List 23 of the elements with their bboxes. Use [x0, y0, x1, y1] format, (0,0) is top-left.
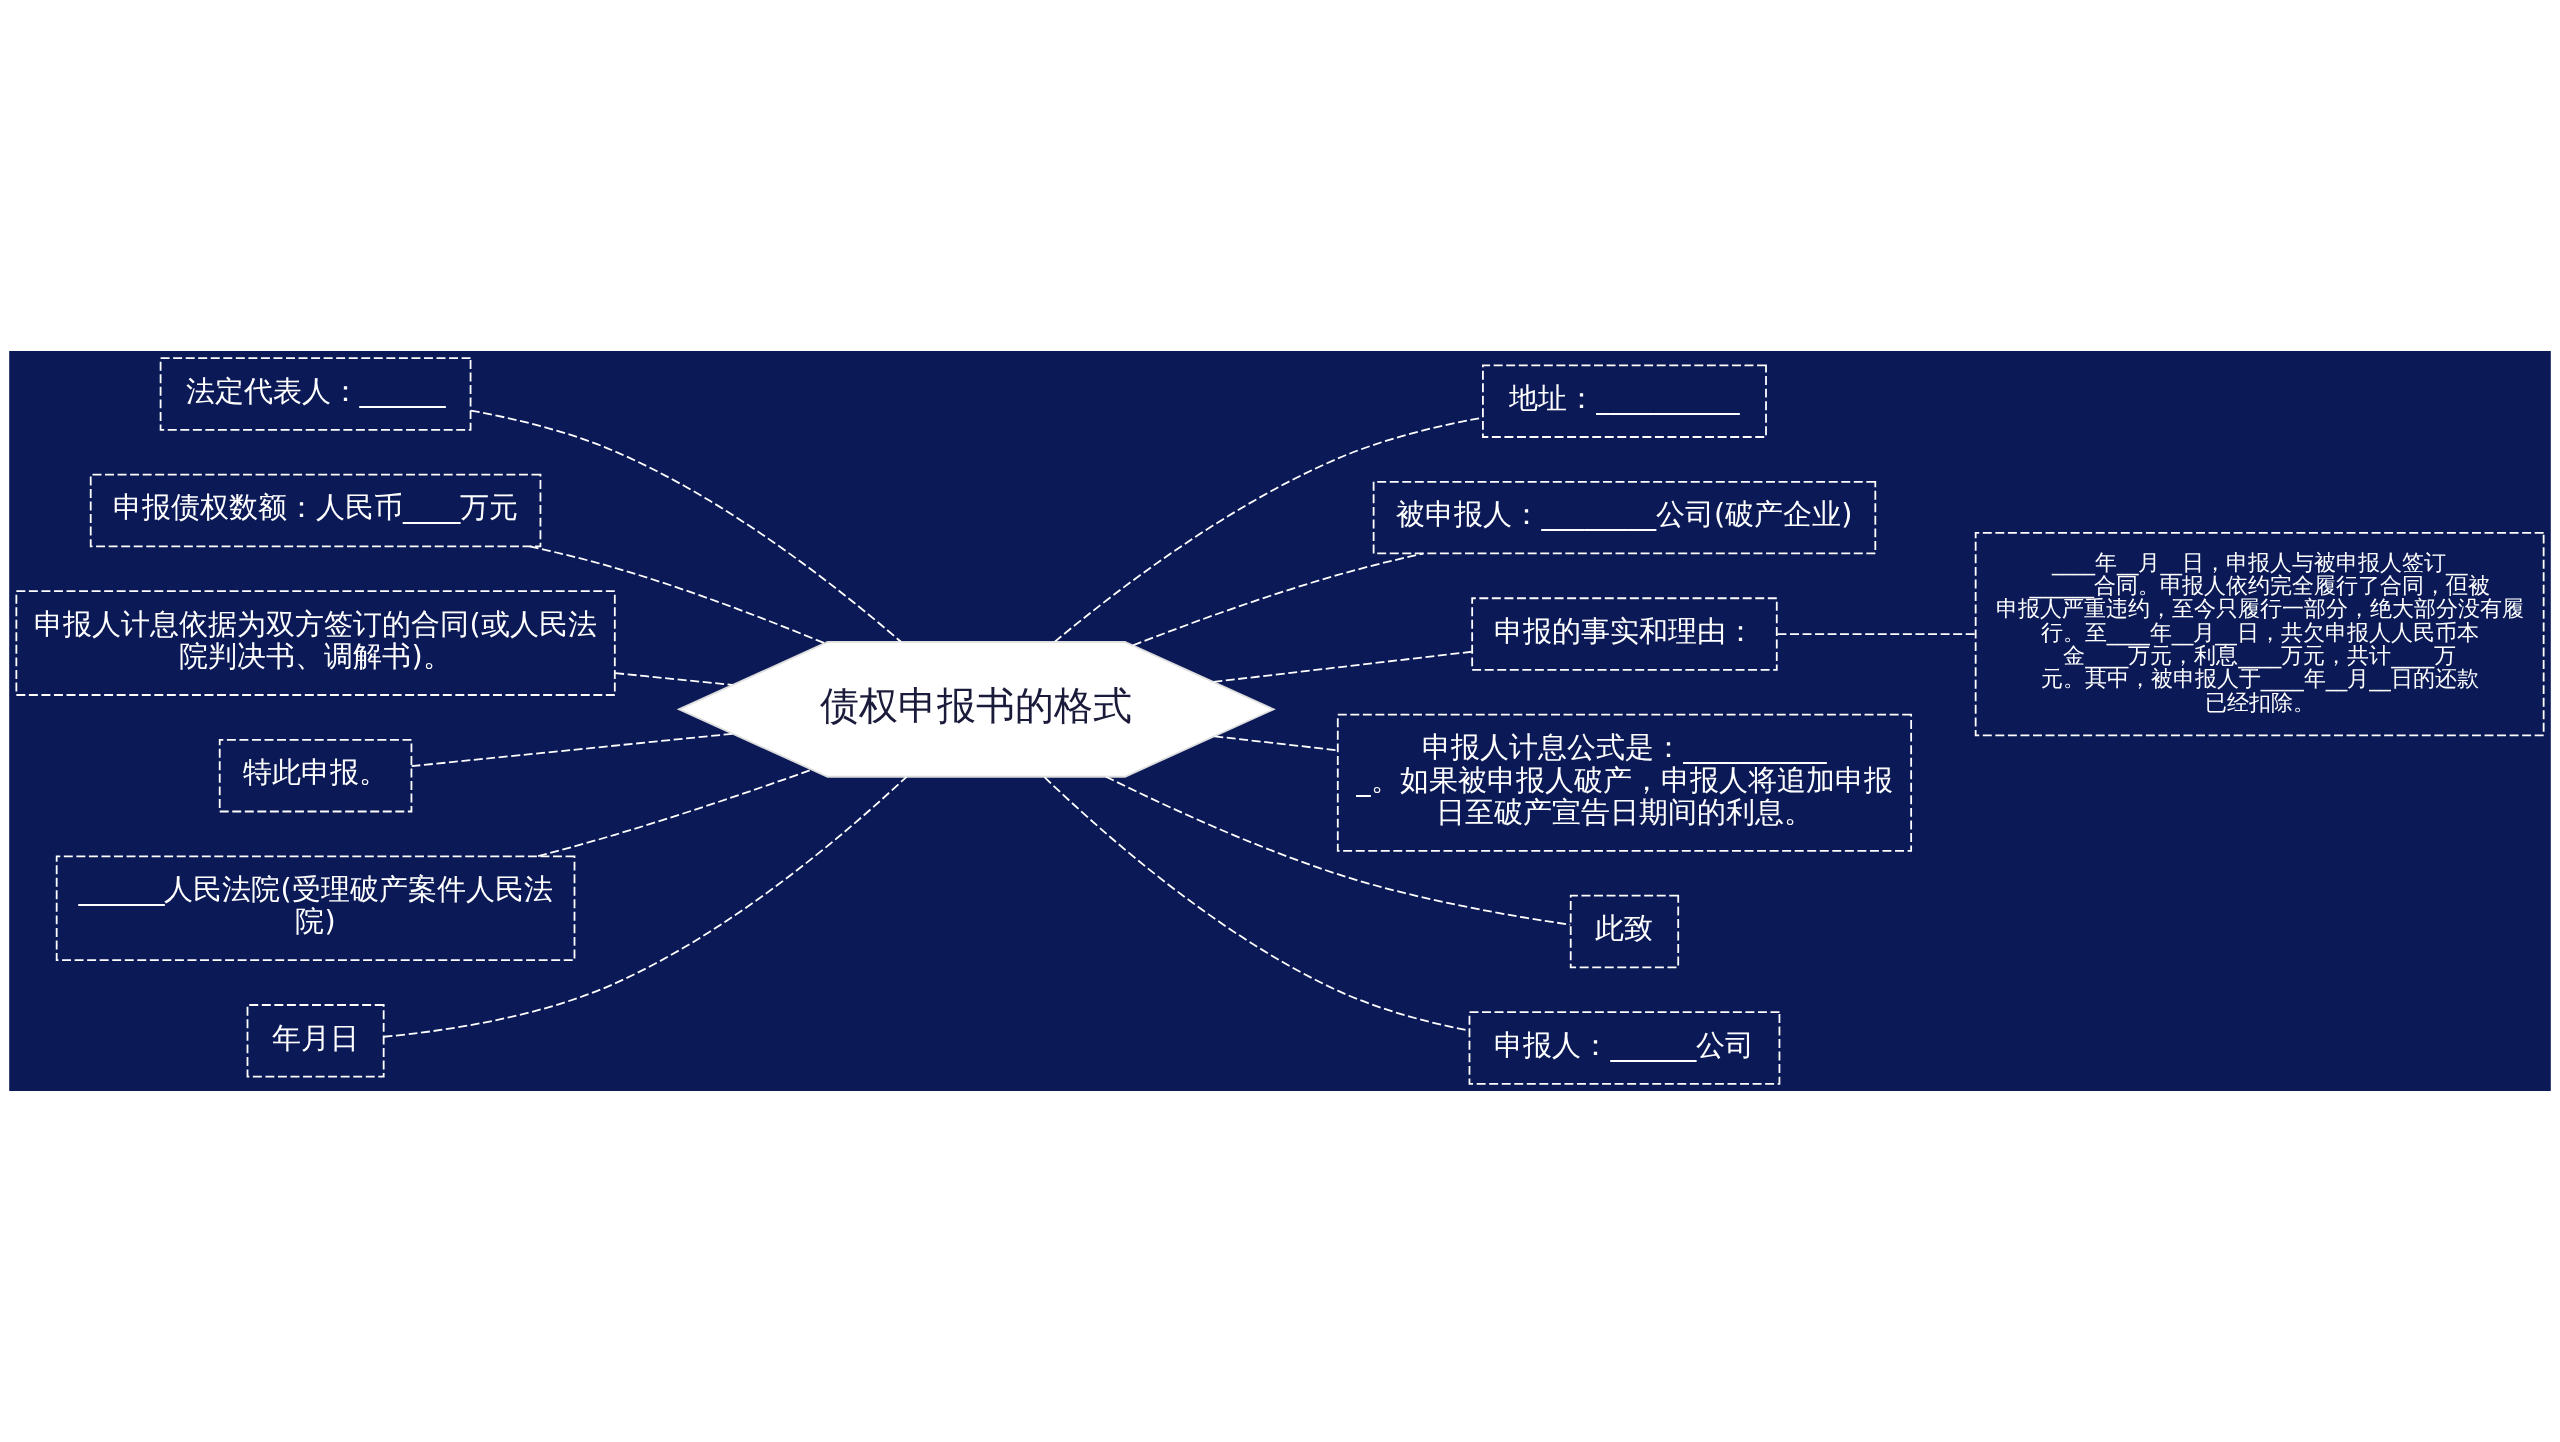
connector — [614, 672, 734, 686]
node-box: 特此申报。 — [218, 738, 413, 813]
connector — [1213, 735, 1339, 752]
connector — [528, 545, 826, 644]
node-box: 被申报人：________公司(破产企业) — [1372, 480, 1877, 555]
node-box: ____年__月__日，申报人与被申报人签订________合同。申报人依约完全履行了合同，但被申报人严重违约，至今只履行一部分，绝大部分没有履行。至____年__月__日，共欠申报人人民币本金____万元，利息____万元，共计____万元。其中，被申报人于____年__月__日的还款已经扣除。 — [1974, 531, 2545, 737]
connector — [410, 732, 734, 768]
node-box: 申报人：______公司 — [1468, 1011, 1781, 1085]
node-box: 地址：__________ — [1482, 364, 1767, 438]
node-box: 申报人计息依据为双方签订的合同(或人民法院判决书、调解书)。 — [15, 590, 616, 696]
node-box: 法定代表人：______ — [159, 357, 472, 431]
connector — [1212, 650, 1473, 683]
connector — [382, 775, 908, 1038]
connector — [1776, 633, 1977, 635]
node-box: ______人民法院(受理破产案件人民法院) — [55, 855, 576, 962]
node-box: 年月日 — [246, 1004, 385, 1078]
node-box: 申报的事实和理由： — [1471, 597, 1778, 671]
connector — [1132, 552, 1425, 647]
node-box: 此致 — [1569, 894, 1680, 969]
node-box: 申报人计息公式是：___________。如果被申报人破产，申报人将追加申报日至破产宣告日期间的利息。 — [1336, 713, 1913, 852]
connector — [537, 768, 813, 858]
node-box: 申报债权数额：人民币____万元 — [89, 473, 542, 548]
connector — [470, 409, 903, 643]
